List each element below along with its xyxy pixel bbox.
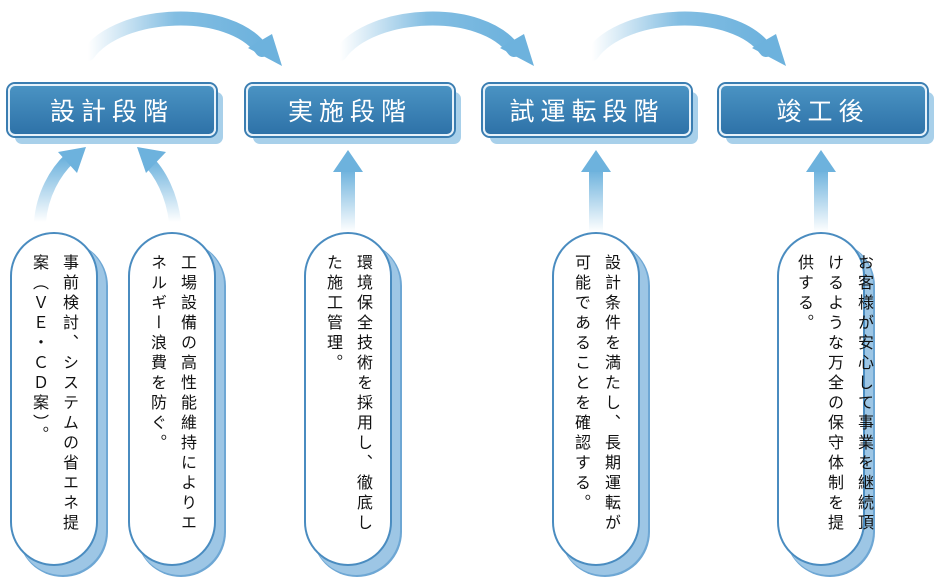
up-arrow-note-5: [806, 150, 836, 232]
top-arrow-3: [585, 11, 786, 66]
stage-after-completion-label: 竣工後: [776, 97, 870, 126]
up-arrow-note-3: [333, 150, 363, 232]
stage-design: 設計段階: [8, 84, 216, 136]
stage-implementation-label: 実施段階: [287, 97, 412, 126]
note-after-completion: お客様が安心して事業を継続頂けるような万全の保守体制を提供する。: [777, 232, 874, 566]
note-design-equipment: 工場設備の高性能維持によりエネルギー浪費を防ぐ。: [128, 232, 216, 566]
top-arrow-2: [333, 11, 534, 66]
stage-design-label: 設計段階: [49, 97, 174, 126]
top-arrow-1: [81, 11, 282, 66]
up-arrow-note-2: [137, 147, 181, 223]
note-trial-run-text: 設計条件を満たし、長期運転が可能であることを確認する。: [572, 254, 621, 534]
stage-trial-run-label: 試運転段階: [509, 97, 665, 126]
note-implementation: 環境保全技術を採用し、徹底した施工管理。: [304, 232, 392, 566]
up-arrow-note-1: [34, 147, 86, 223]
note-trial-run: 設計条件を満たし、長期運転が可能であることを確認する。: [552, 232, 640, 566]
note-design-equipment-text: 工場設備の高性能維持によりエネルギー浪費を防ぐ。: [148, 254, 197, 534]
note-design-proposal-text: 事前検討、システムの省エネ提案（ＶＥ・ＣＤ案）。: [30, 254, 79, 534]
stage-implementation: 実施段階: [246, 84, 454, 136]
note-implementation-text: 環境保全技術を採用し、徹底した施工管理。: [324, 254, 373, 534]
note-design-proposal: 事前検討、システムの省エネ提案（ＶＥ・ＣＤ案）。: [10, 232, 98, 566]
note-after-completion-text: お客様が安心して事業を継続頂けるような万全の保守体制を提供する。: [795, 254, 874, 534]
up-arrow-note-4: [581, 150, 611, 232]
stage-after-completion: 竣工後: [719, 84, 927, 136]
stage-trial-run: 試運転段階: [483, 84, 691, 136]
